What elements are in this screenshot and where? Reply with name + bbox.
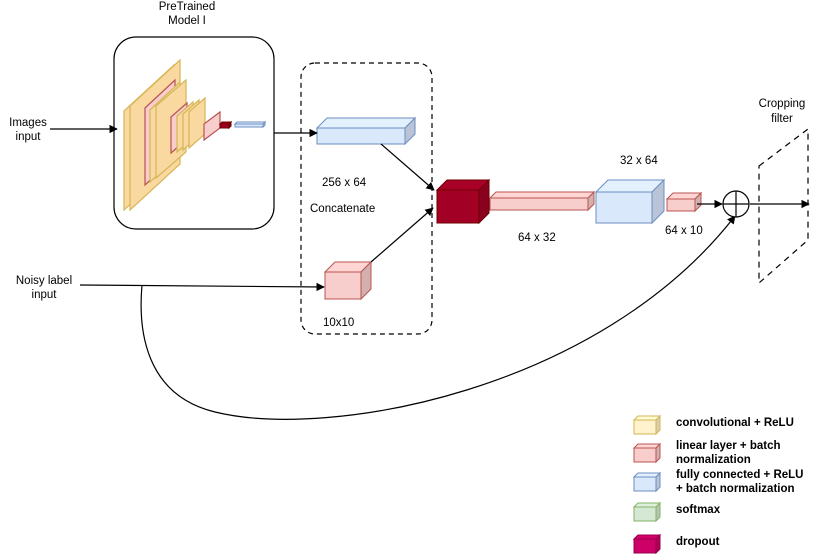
dim-label-32x64: 32 x 64 [620,155,658,167]
legend-swatch [632,471,662,493]
noisy-label-line2: input [32,289,58,301]
cropping-filter-line1: Cropping [759,98,806,110]
dim-label-64x32: 64 x 32 [518,232,556,244]
images-input-line1: Images [9,117,47,129]
fc-to-concat-arrow [380,143,435,191]
legend-item: fully connected + ReLU + batch normalizat… [632,469,803,495]
legend-label: dropout [676,536,720,548]
legend: convolutional + ReLU linear layer + batch… [632,414,803,555]
skip-connection-curve [140,215,736,420]
dim-label-256x64: 256 x 64 [322,177,367,189]
legend-item: softmax [632,501,721,523]
noise-to-concat-arrow [370,207,434,263]
fc-block-32x64 [594,178,666,225]
legend-swatch [632,501,662,523]
cropping-filter-plane [758,127,809,285]
concatenate-label: Concatenate [310,203,375,215]
dim-label-64x10: 64 x 10 [665,225,703,237]
legend-label: normalization [676,454,751,466]
legend-label: softmax [676,504,721,516]
layer-blocks [315,116,703,301]
cropping-filter-line2: filter [771,113,793,125]
legend-label: convolutional + ReLU [676,417,794,429]
linear-block-64x10 [665,191,703,213]
linear-block-10x10 [323,260,373,301]
dropout-block-small [218,120,233,130]
conv-layer-stack [123,58,267,212]
legend-label: + batch normalization [676,483,795,495]
concat-block [435,178,491,225]
legend-swatch [632,414,662,436]
legend-swatch [632,442,662,464]
fc-block-small [233,120,267,129]
legend-label: linear layer + batch [676,440,781,452]
noisy-label-line1: Noisy label [16,275,72,287]
linear-block-64x32 [488,190,596,212]
dim-label-10x10: 10x10 [323,317,354,329]
legend-swatch [632,533,662,555]
legend-item: dropout [632,533,720,555]
legend-label: fully connected + ReLU [676,469,803,481]
concatenate-box [300,62,433,335]
linear-plane [203,110,221,142]
pretrained-title-line1: PreTrained [159,1,215,13]
legend-item: linear layer + batch normalization [632,440,781,466]
fc-block-256x64 [315,116,417,146]
pretrained-title-line2: Model I [168,15,206,27]
legend-item: convolutional + ReLU [632,414,794,436]
images-input-line2: input [16,131,42,143]
noisy-label-arrow [79,282,325,292]
